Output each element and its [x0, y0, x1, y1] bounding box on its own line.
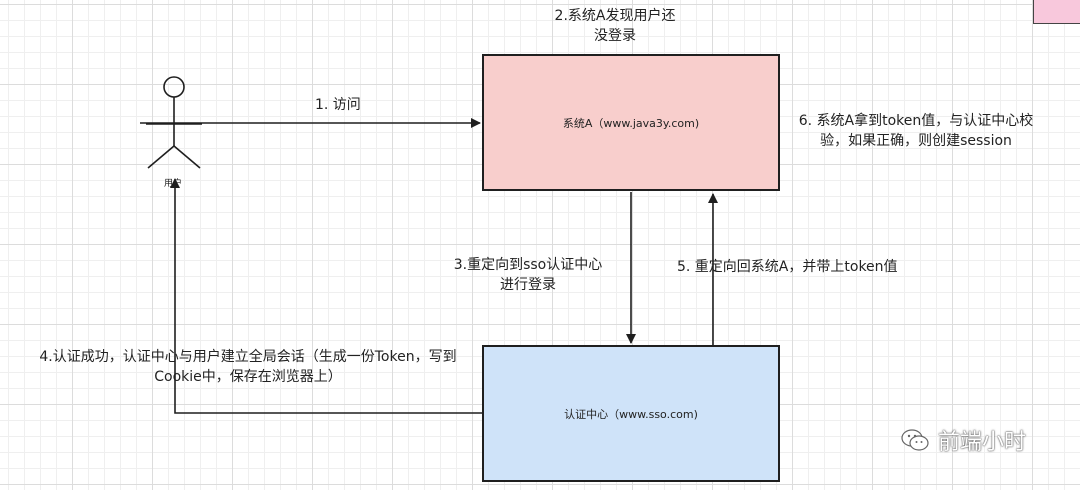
offscreen-box — [1033, 0, 1080, 24]
arrow-auth-success — [170, 178, 482, 414]
step-3-label: 3.重定向到sso认证中心 进行登录 — [428, 255, 628, 295]
user-label: 用户 — [164, 179, 183, 189]
step-3-line-1: 3.重定向到sso认证中心 — [453, 257, 603, 273]
wechat-icon — [901, 429, 929, 451]
watermark: 前端小时 — [900, 424, 1026, 456]
watermark-text: 前端小时 — [938, 430, 1027, 455]
step-1-label: 1. 访问 — [315, 97, 361, 113]
sso-box: 认证中心（www.sso.com) — [482, 345, 780, 482]
step-4-label: 4.认证成功，认证中心与用户建立全局会话（生成一份Token，写到 Cookie… — [0, 347, 496, 387]
system-a-label: 系统A（www.java3y.com) — [562, 116, 700, 130]
step-2-line-2: 没登录 — [594, 28, 636, 44]
step-3-line-2: 进行登录 — [500, 277, 556, 293]
step-6-line-1: 6. 系统A拿到token值，与认证中心校 — [798, 113, 1034, 129]
step-4-line-2: Cookie中，保存在浏览器上） — [154, 369, 342, 385]
step-5-label: 5. 重定向回系统A，并带上token值 — [677, 259, 898, 275]
step-6-label: 6. 系统A拿到token值，与认证中心校 验，如果正确，则创建session — [776, 111, 1056, 151]
step-2-line-1: 2.系统A发现用户还 — [554, 8, 676, 24]
step-4-line-1: 4.认证成功，认证中心与用户建立全局会话（生成一份Token，写到 — [39, 349, 457, 365]
user-actor — [146, 76, 202, 169]
system-a-box: 系统A（www.java3y.com) — [482, 54, 780, 191]
step-2-label: 2.系统A发现用户还 没登录 — [530, 6, 700, 46]
step-6-line-2: 验，如果正确，则创建session — [820, 133, 1012, 149]
sso-label: 认证中心（www.sso.com) — [564, 407, 698, 421]
